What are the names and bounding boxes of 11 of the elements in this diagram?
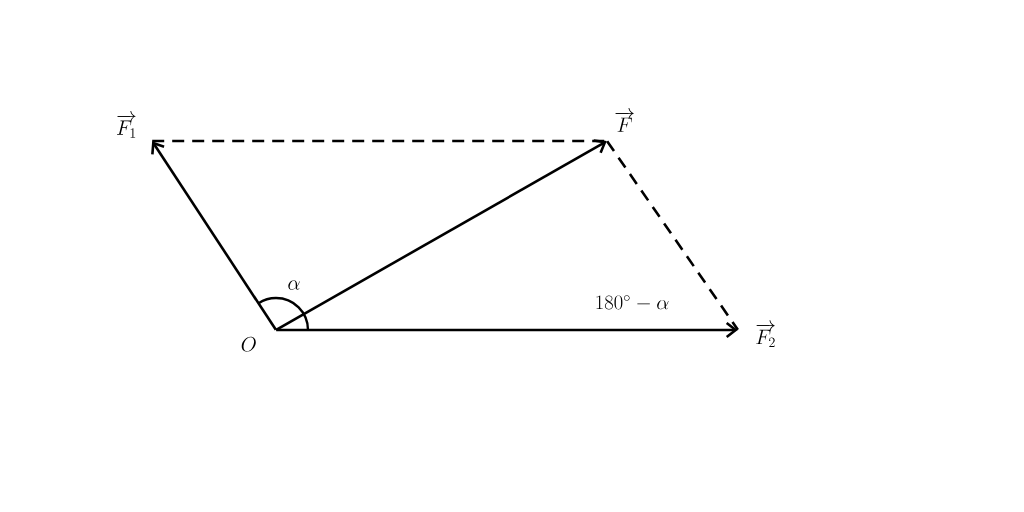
vector-label: $\overrightarrow{F_1}$ bbox=[117, 110, 136, 138]
vector-label: $O$ bbox=[241, 336, 256, 352]
vector-arrow bbox=[151, 141, 277, 331]
angle-label: $180^\circ - \alpha$ bbox=[596, 295, 669, 310]
vector-label: $\overrightarrow{F}$ bbox=[615, 108, 634, 132]
angle-label: $\alpha$ bbox=[288, 280, 300, 290]
vector-arrow bbox=[275, 139, 607, 331]
vector-label: $\overrightarrow{F_2}$ bbox=[756, 320, 775, 348]
dashed-line bbox=[606, 140, 739, 331]
vector-arrow bbox=[276, 321, 738, 339]
dashed-line bbox=[152, 139, 607, 143]
